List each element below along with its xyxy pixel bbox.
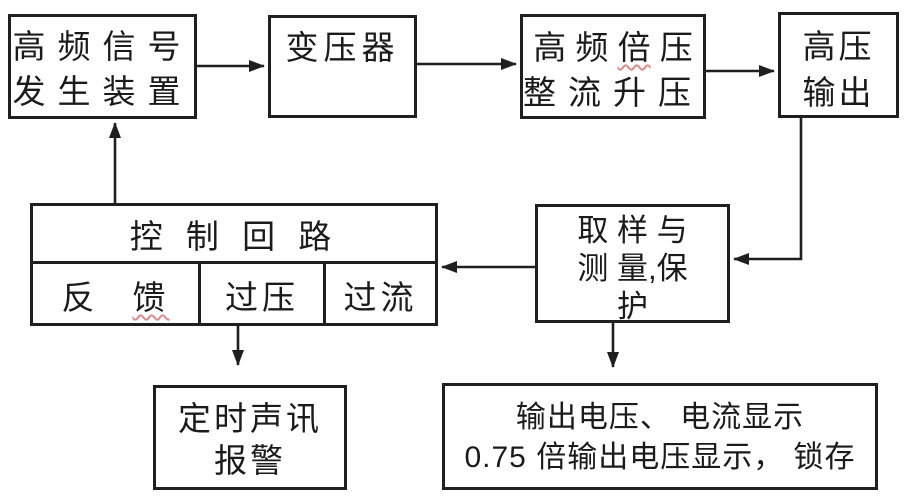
sampling-line1: 取 样 与: [577, 213, 688, 248]
cell-overvoltage: 过压: [201, 264, 326, 326]
box-hf-voltage-doubler: 高 频 倍 压 整流升压: [520, 14, 706, 119]
hf-signal-line2: 发生装置: [12, 73, 193, 110]
box-hf-signal-generator: 高频信号 发生装置: [8, 14, 197, 119]
alarm-line2: 报警: [214, 442, 286, 479]
alarm-line1: 定时声讯: [178, 400, 322, 437]
doubler-line1-post: 压: [650, 29, 693, 66]
hv-output-line2: 输出: [802, 74, 875, 111]
hv-output-line1: 高压: [802, 28, 875, 65]
doubler-line2: 整流升压: [523, 74, 703, 111]
display-line2: 0.75 倍输出电压显示， 锁存: [464, 441, 856, 474]
sampling-line2: 测 量,保: [577, 251, 688, 286]
box-transformer: 变压器: [268, 15, 417, 118]
control-loop-cells: 反馈 过压 过流: [33, 264, 435, 326]
display-line1: 输出电压、 电流显示: [515, 401, 805, 434]
box-control-loop: 控 制 回 路 反馈 过压 过流: [30, 203, 438, 326]
cell-overcurrent: 过流: [343, 279, 418, 316]
control-loop-title: 控 制 回 路: [33, 206, 435, 264]
hf-signal-line1: 高频信号: [12, 28, 193, 65]
box-output-display: 输出电压、 电流显示 0.75 倍输出电压显示， 锁存: [442, 383, 878, 490]
box-timed-alarm: 定时声讯 报警: [153, 385, 347, 490]
feedback-char1: 反: [61, 279, 99, 316]
doubler-line1-marked-char: 倍: [617, 29, 651, 66]
box-hv-output: 高压 输出: [778, 12, 899, 118]
sampling-line3: 护: [617, 289, 648, 323]
doubler-line1-pre: 高 频: [533, 29, 618, 66]
arrow-hvoutput-to-sampling: [733, 118, 803, 265]
feedback-char2: 馈: [132, 279, 170, 316]
doubler-line1: 高 频 倍 压: [523, 25, 703, 70]
box-sampling-protection: 取 样 与 测 量,保 护: [535, 204, 730, 323]
cell-feedback: 反馈: [33, 264, 201, 326]
transformer-label: 变压器: [285, 29, 400, 66]
